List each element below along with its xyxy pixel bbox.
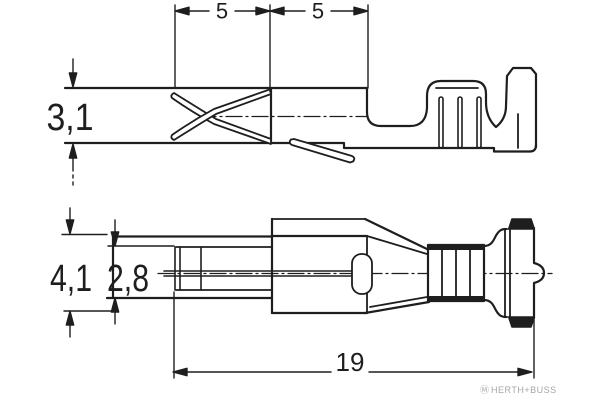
arrowhead — [68, 72, 78, 88]
arrowhead — [269, 6, 285, 16]
terminal-section-view — [63, 66, 538, 164]
serration-slot — [438, 96, 444, 149]
arrowhead — [174, 6, 190, 16]
arrowhead — [68, 143, 78, 159]
arrowhead — [110, 297, 120, 313]
spring-arm-lower — [170, 88, 272, 141]
dimension-top-spans — [174, 4, 369, 93]
cap-bottom-block — [508, 317, 535, 328]
neck-lower — [482, 298, 508, 319]
dim-label-3-1: 3,1 — [47, 97, 94, 139]
cap-left-edges — [504, 228, 511, 318]
brand-logo-icon: Ⓜ — [480, 385, 489, 395]
cone-upper-outer — [363, 217, 431, 252]
serration-slot — [476, 96, 482, 149]
cap-right-edge — [532, 226, 546, 320]
dimension-4-1 — [61, 207, 114, 338]
aperture-front-edge — [174, 246, 181, 291]
retention-lance — [288, 138, 356, 164]
arrowhead — [65, 219, 75, 235]
brand-watermark-text: HERTH+BUSS — [491, 385, 557, 395]
dim-label-5-right: 5 — [312, 0, 324, 24]
arrowhead — [353, 6, 369, 16]
serration-slot — [457, 96, 463, 149]
dimension-3-1 — [68, 58, 78, 186]
section-bottom-outline — [63, 141, 538, 153]
crimp-ribs — [441, 249, 471, 297]
arrowhead — [172, 367, 188, 377]
arrowhead — [110, 231, 120, 247]
dimension-labels: 5 5 3,1 4,1 2,8 19 — [47, 0, 365, 377]
spring-arm-upper — [170, 92, 272, 145]
seal-pocket — [351, 253, 373, 295]
neck-upper — [482, 227, 508, 248]
arrowhead — [65, 310, 75, 326]
extension-lines-top — [174, 4, 369, 93]
watermark: Ⓜ HERTH+BUSS — [480, 385, 557, 395]
dim-label-2-8: 2,8 — [107, 258, 149, 300]
crimp-top-band — [428, 245, 484, 250]
section-step-wing-tab-outline — [365, 66, 538, 149]
extension-line — [173, 291, 535, 379]
crimp-bottom-band — [428, 296, 484, 301]
cone-lower-outer — [363, 300, 431, 315]
cone-lower-inner — [369, 296, 428, 308]
arrowhead — [517, 367, 533, 377]
dimension-2-8 — [107, 219, 175, 325]
arrowhead — [255, 6, 271, 16]
cone-upper-inner — [366, 235, 428, 255]
dim-label-19: 19 — [336, 347, 365, 377]
dimension-19 — [172, 291, 535, 379]
terminal-exterior-view — [105, 217, 553, 328]
dim-label-5-left: 5 — [216, 0, 228, 24]
dimension-annotations — [61, 4, 535, 379]
dim-label-4-1: 4,1 — [50, 258, 92, 300]
cap-top-block — [508, 218, 535, 229]
